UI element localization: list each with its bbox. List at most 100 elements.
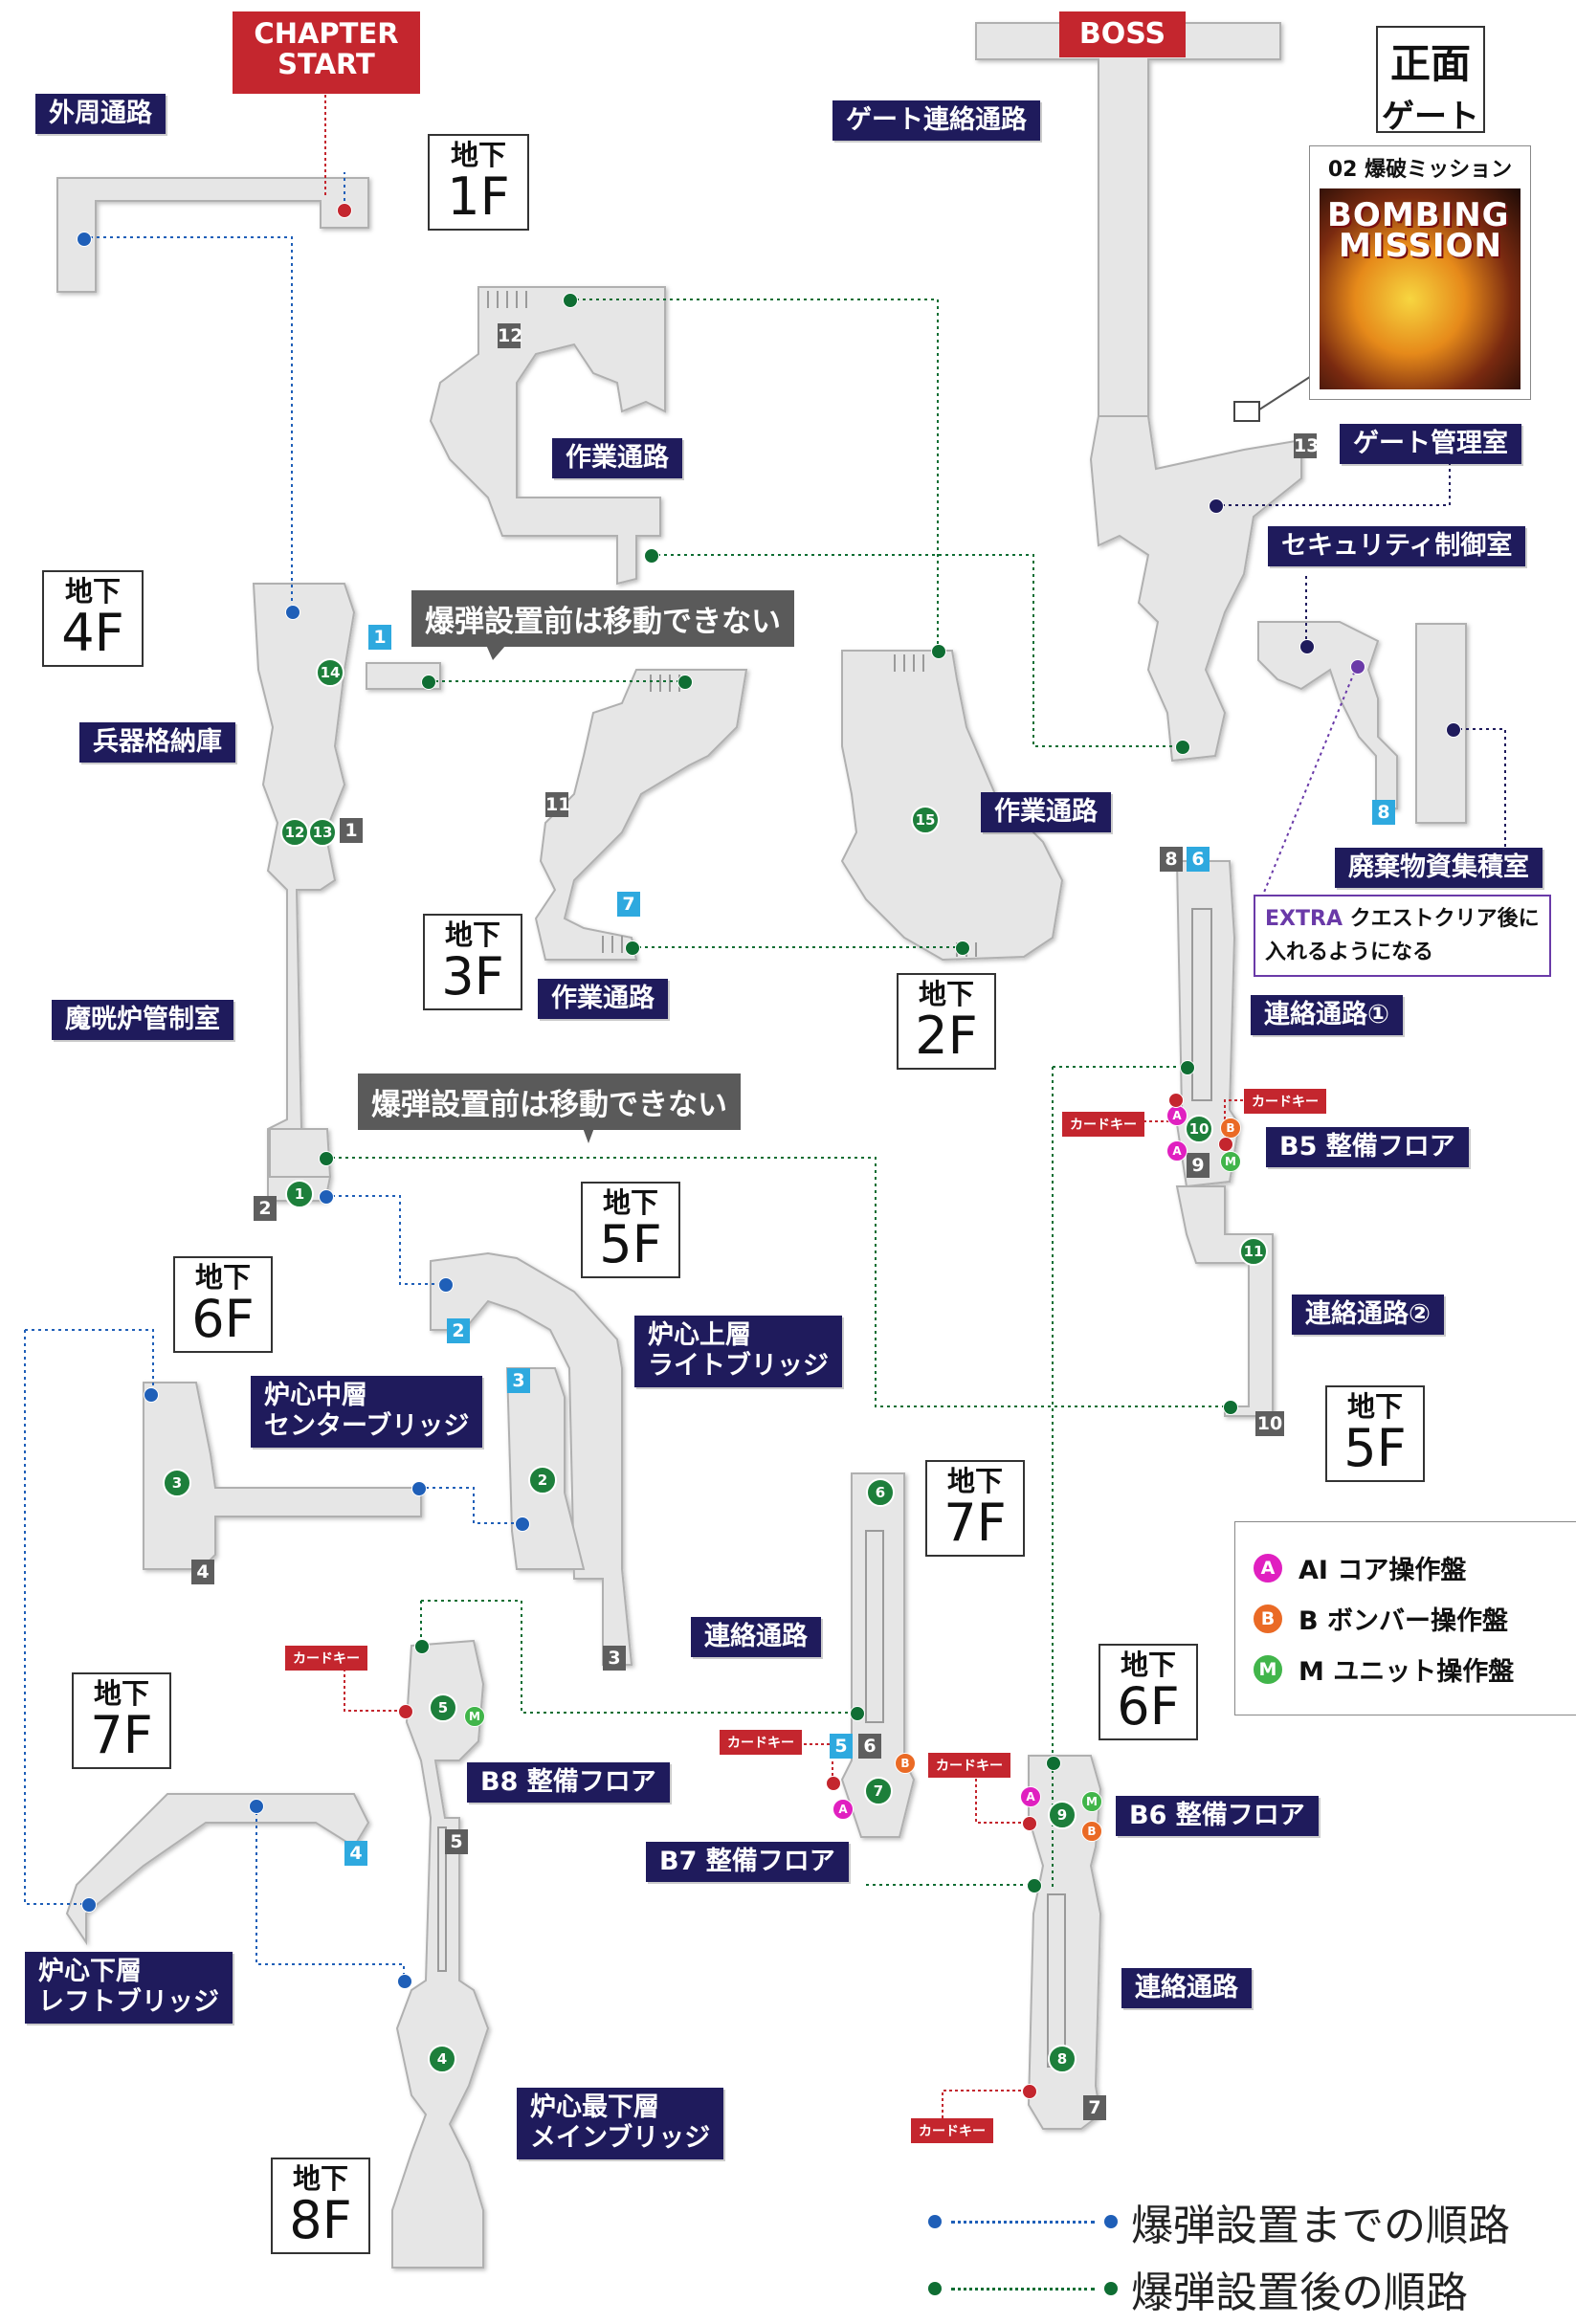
room-work-corridor-b2-right xyxy=(840,650,1064,962)
green-num-14: 14 xyxy=(316,658,344,687)
marker-a-b5-1: A xyxy=(1166,1105,1188,1126)
stairs-b3-bot xyxy=(602,936,623,953)
green-num-15: 15 xyxy=(911,806,940,834)
gray-num-3: 3 xyxy=(603,1646,626,1671)
label-core-mid-1: 炉心中層 xyxy=(264,1381,367,1410)
stairs-b2-right-top xyxy=(894,654,924,672)
green-num-11: 11 xyxy=(1239,1237,1268,1266)
card-key-b6: カードキー xyxy=(928,1753,1010,1778)
dot-blue-2 xyxy=(285,605,300,620)
blue-num-8: 8 xyxy=(1372,800,1395,825)
label-work-corridor-b: 作業通路 xyxy=(981,792,1111,833)
green-num-5: 5 xyxy=(429,1693,457,1722)
dot-green-6 xyxy=(1175,740,1190,755)
rail-b8 xyxy=(437,1826,447,1972)
note-no-move-1: 爆弾設置前は移動できない xyxy=(411,590,794,647)
floor-b5a-jp: 地下 xyxy=(602,1186,658,1219)
label-core-lower-1: 炉心下層 xyxy=(38,1957,142,1986)
floor-b7a-jp: 地下 xyxy=(946,1465,1003,1497)
dot-blue-8 xyxy=(81,1897,97,1913)
floor-b7b-num: 7F xyxy=(90,1705,153,1765)
green-num-2: 2 xyxy=(528,1466,557,1494)
dot-green-9 xyxy=(319,1151,334,1166)
room-core-lower xyxy=(65,1793,370,1946)
dot-blue-6 xyxy=(411,1481,427,1496)
floor-b1-num: 1F xyxy=(447,166,510,227)
label-work-corridor-c: 作業通路 xyxy=(538,979,668,1020)
label-connect2: 連絡通路② xyxy=(1292,1295,1444,1336)
floor-b8-num: 8F xyxy=(289,2190,352,2250)
floor-b6a-num: 6F xyxy=(191,1289,255,1349)
rail-connect1 xyxy=(1191,908,1212,1101)
green-num-4: 4 xyxy=(428,2045,456,2073)
blue-num-7: 7 xyxy=(617,892,640,917)
blue-num-3: 3 xyxy=(507,1368,530,1393)
route-green-2 xyxy=(651,554,1182,747)
dot-green-11 xyxy=(1223,1400,1238,1415)
route-green-1 xyxy=(569,299,939,651)
gray-num-13: 13 xyxy=(1294,433,1320,458)
dot-gate-control xyxy=(1209,498,1224,514)
leader-extra xyxy=(1262,665,1358,896)
gray-num-9: 9 xyxy=(1187,1153,1210,1178)
route-legend-before: 爆弾設置までの順路 xyxy=(928,2191,1510,2252)
dot-green-13 xyxy=(850,1706,865,1721)
dot-blue-9 xyxy=(249,1799,264,1814)
blue-num-5: 5 xyxy=(830,1734,853,1759)
room-waste xyxy=(1415,623,1467,824)
extra-line1: クエストクリア後に xyxy=(1342,907,1540,931)
mission-image-text-1: BOMBING xyxy=(1327,196,1510,234)
floor-b4-num: 4F xyxy=(61,603,124,663)
dot-green-14 xyxy=(1027,1878,1042,1893)
floor-b5b-num: 5F xyxy=(1343,1418,1407,1478)
green-num-3: 3 xyxy=(163,1469,191,1497)
note-no-move-2: 爆弾設置前は移動できない xyxy=(358,1073,741,1130)
dot-security xyxy=(1299,639,1315,654)
dot-blue-4 xyxy=(438,1277,454,1293)
floor-b6b-num: 6F xyxy=(1117,1676,1180,1737)
route-green-5 xyxy=(325,1157,1230,1407)
green-num-10: 10 xyxy=(1185,1115,1213,1143)
label-core-bottom-2: メインブリッジ xyxy=(530,2123,711,2154)
stairs-b3-top xyxy=(650,675,680,692)
label-b8-maint: B8 整備フロア xyxy=(467,1762,670,1804)
dot-green-7 xyxy=(625,941,640,956)
marker-m-b8: M xyxy=(464,1706,485,1727)
dot-blue-10 xyxy=(397,1974,412,1989)
room-outer-corridor xyxy=(56,177,369,293)
route-green-8 xyxy=(421,1600,856,1714)
room-core-mid xyxy=(143,1382,422,1570)
room-b4-bottom xyxy=(269,1128,332,1178)
route-blue-4 xyxy=(25,1329,154,1395)
dot-red-b7 xyxy=(826,1776,841,1791)
gray-num-6: 6 xyxy=(858,1734,881,1759)
floor-b2-jp: 地下 xyxy=(918,978,974,1010)
legend-m-label: M ユニット操作盤 xyxy=(1299,1657,1515,1687)
mission-card[interactable]: 02 爆破ミッション BOMBING MISSION xyxy=(1309,145,1531,400)
gray-num-5: 5 xyxy=(445,1829,468,1854)
label-b6-maint: B6 整備フロア xyxy=(1116,1796,1319,1837)
floor-b5b-jp: 地下 xyxy=(1346,1390,1403,1423)
dot-blue-1 xyxy=(77,232,92,247)
chapter-start-tag: CHAPTER START xyxy=(233,11,420,94)
chapter-start-line2: START xyxy=(277,47,375,80)
room-work-corridor-b2-top xyxy=(429,286,666,586)
gray-num-10: 10 xyxy=(1255,1411,1284,1436)
legend-m-icon: M xyxy=(1253,1653,1283,1685)
green-num-7: 7 xyxy=(864,1777,893,1805)
extra-line2: 入れるようになる xyxy=(1265,941,1434,965)
card-key-b8: カードキー xyxy=(285,1646,367,1671)
dot-green-3 xyxy=(421,675,436,690)
front-gate-box: 正面 ゲート xyxy=(1376,26,1485,136)
route-legend-after-dot-start xyxy=(928,2282,942,2295)
legend-b-icon: B xyxy=(1253,1603,1283,1634)
marker-a-b5-2: A xyxy=(1166,1140,1188,1162)
dot-green-4 xyxy=(677,675,693,690)
